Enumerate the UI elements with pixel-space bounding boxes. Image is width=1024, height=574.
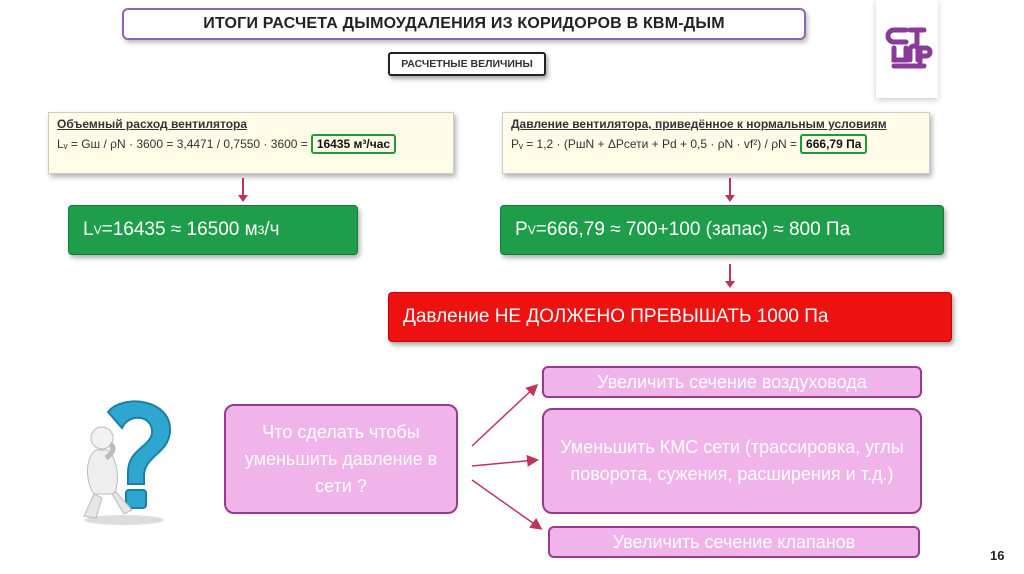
formula-line: Pᵥ = 1,2 · (PшN + ΔPсети + Pd + 0,5 · ρN… xyxy=(511,134,921,154)
formula-result: 666,79 Па xyxy=(800,134,868,154)
result-subscript: V xyxy=(93,223,102,237)
logo xyxy=(876,0,938,98)
formula-expression: Lᵥ = Gш / ρN · 3600 = 3,4471 / 0,7550 · … xyxy=(57,137,308,151)
formula-line: Lᵥ = Gш / ρN · 3600 = 3,4471 / 0,7550 · … xyxy=(57,134,445,154)
ctpna-logo-icon xyxy=(885,27,933,69)
page-title: ИТОГИ РАСЧЕТА ДЫМОУДАЛЕНИЯ ИЗ КОРИДОРОВ … xyxy=(203,15,725,32)
option-text: Увеличить сечение клапанов xyxy=(612,531,856,552)
option-text: Увеличить сечение воздуховода xyxy=(597,371,867,392)
pressure-warning: Давление НЕ ДОЛЖЕНО ПРЕВЫШАТЬ 1000 Па xyxy=(388,292,952,342)
option-increase-duct: Увеличить сечение воздуховода xyxy=(542,366,922,398)
option-text: Уменьшить КМС сети (трассировка, углы по… xyxy=(560,437,904,484)
result-value: =16435 ≈ 16500 м xyxy=(101,219,258,240)
arrow-down-icon xyxy=(238,178,248,202)
result-symbol: L xyxy=(83,219,94,240)
arrow-down-icon xyxy=(725,264,735,288)
title-box: ИТОГИ РАСЧЕТА ДЫМОУДАЛЕНИЯ ИЗ КОРИДОРОВ … xyxy=(122,8,806,40)
option-increase-valves: Увеличить сечение клапанов xyxy=(548,526,920,558)
subtitle-box: РАСЧЕТНЫЕ ВЕЛИЧИНЫ xyxy=(388,52,546,76)
arrow-down-icon xyxy=(725,178,735,202)
page-number: 16 xyxy=(990,548,1005,563)
question-figure-icon xyxy=(83,400,172,525)
formula-title: Давление вентилятора, приведённое к норм… xyxy=(511,117,887,131)
formula-fan-pressure: Давление вентилятора, приведённое к норм… xyxy=(502,112,930,174)
option-reduce-kms: Уменьшить КМС сети (трассировка, углы по… xyxy=(542,408,922,514)
formula-result: 16435 м³/час xyxy=(310,134,397,154)
formula-title: Объемный расход вентилятора xyxy=(57,117,248,131)
result-unit: /ч xyxy=(264,219,280,240)
result-subscript: V xyxy=(527,223,536,237)
branch-arrows-icon xyxy=(471,383,543,530)
question-text: Что сделать чтобы уменьшить давление в с… xyxy=(244,421,438,496)
result-value: =666,79 ≈ 700+100 (запас) ≈ 800 Па xyxy=(535,219,851,240)
result-symbol: P xyxy=(515,219,528,240)
formula-fan-flow: Объемный расход вентилятора Lᵥ = Gш / ρN… xyxy=(48,112,454,174)
question-box: Что сделать чтобы уменьшить давление в с… xyxy=(224,404,458,514)
result-superscript: 3 xyxy=(257,223,265,237)
formula-expression: Pᵥ = 1,2 · (PшN + ΔPсети + Pd + 0,5 · ρN… xyxy=(511,137,798,151)
section-label: РАСЧЕТНЫЕ ВЕЛИЧИНЫ xyxy=(401,58,533,70)
